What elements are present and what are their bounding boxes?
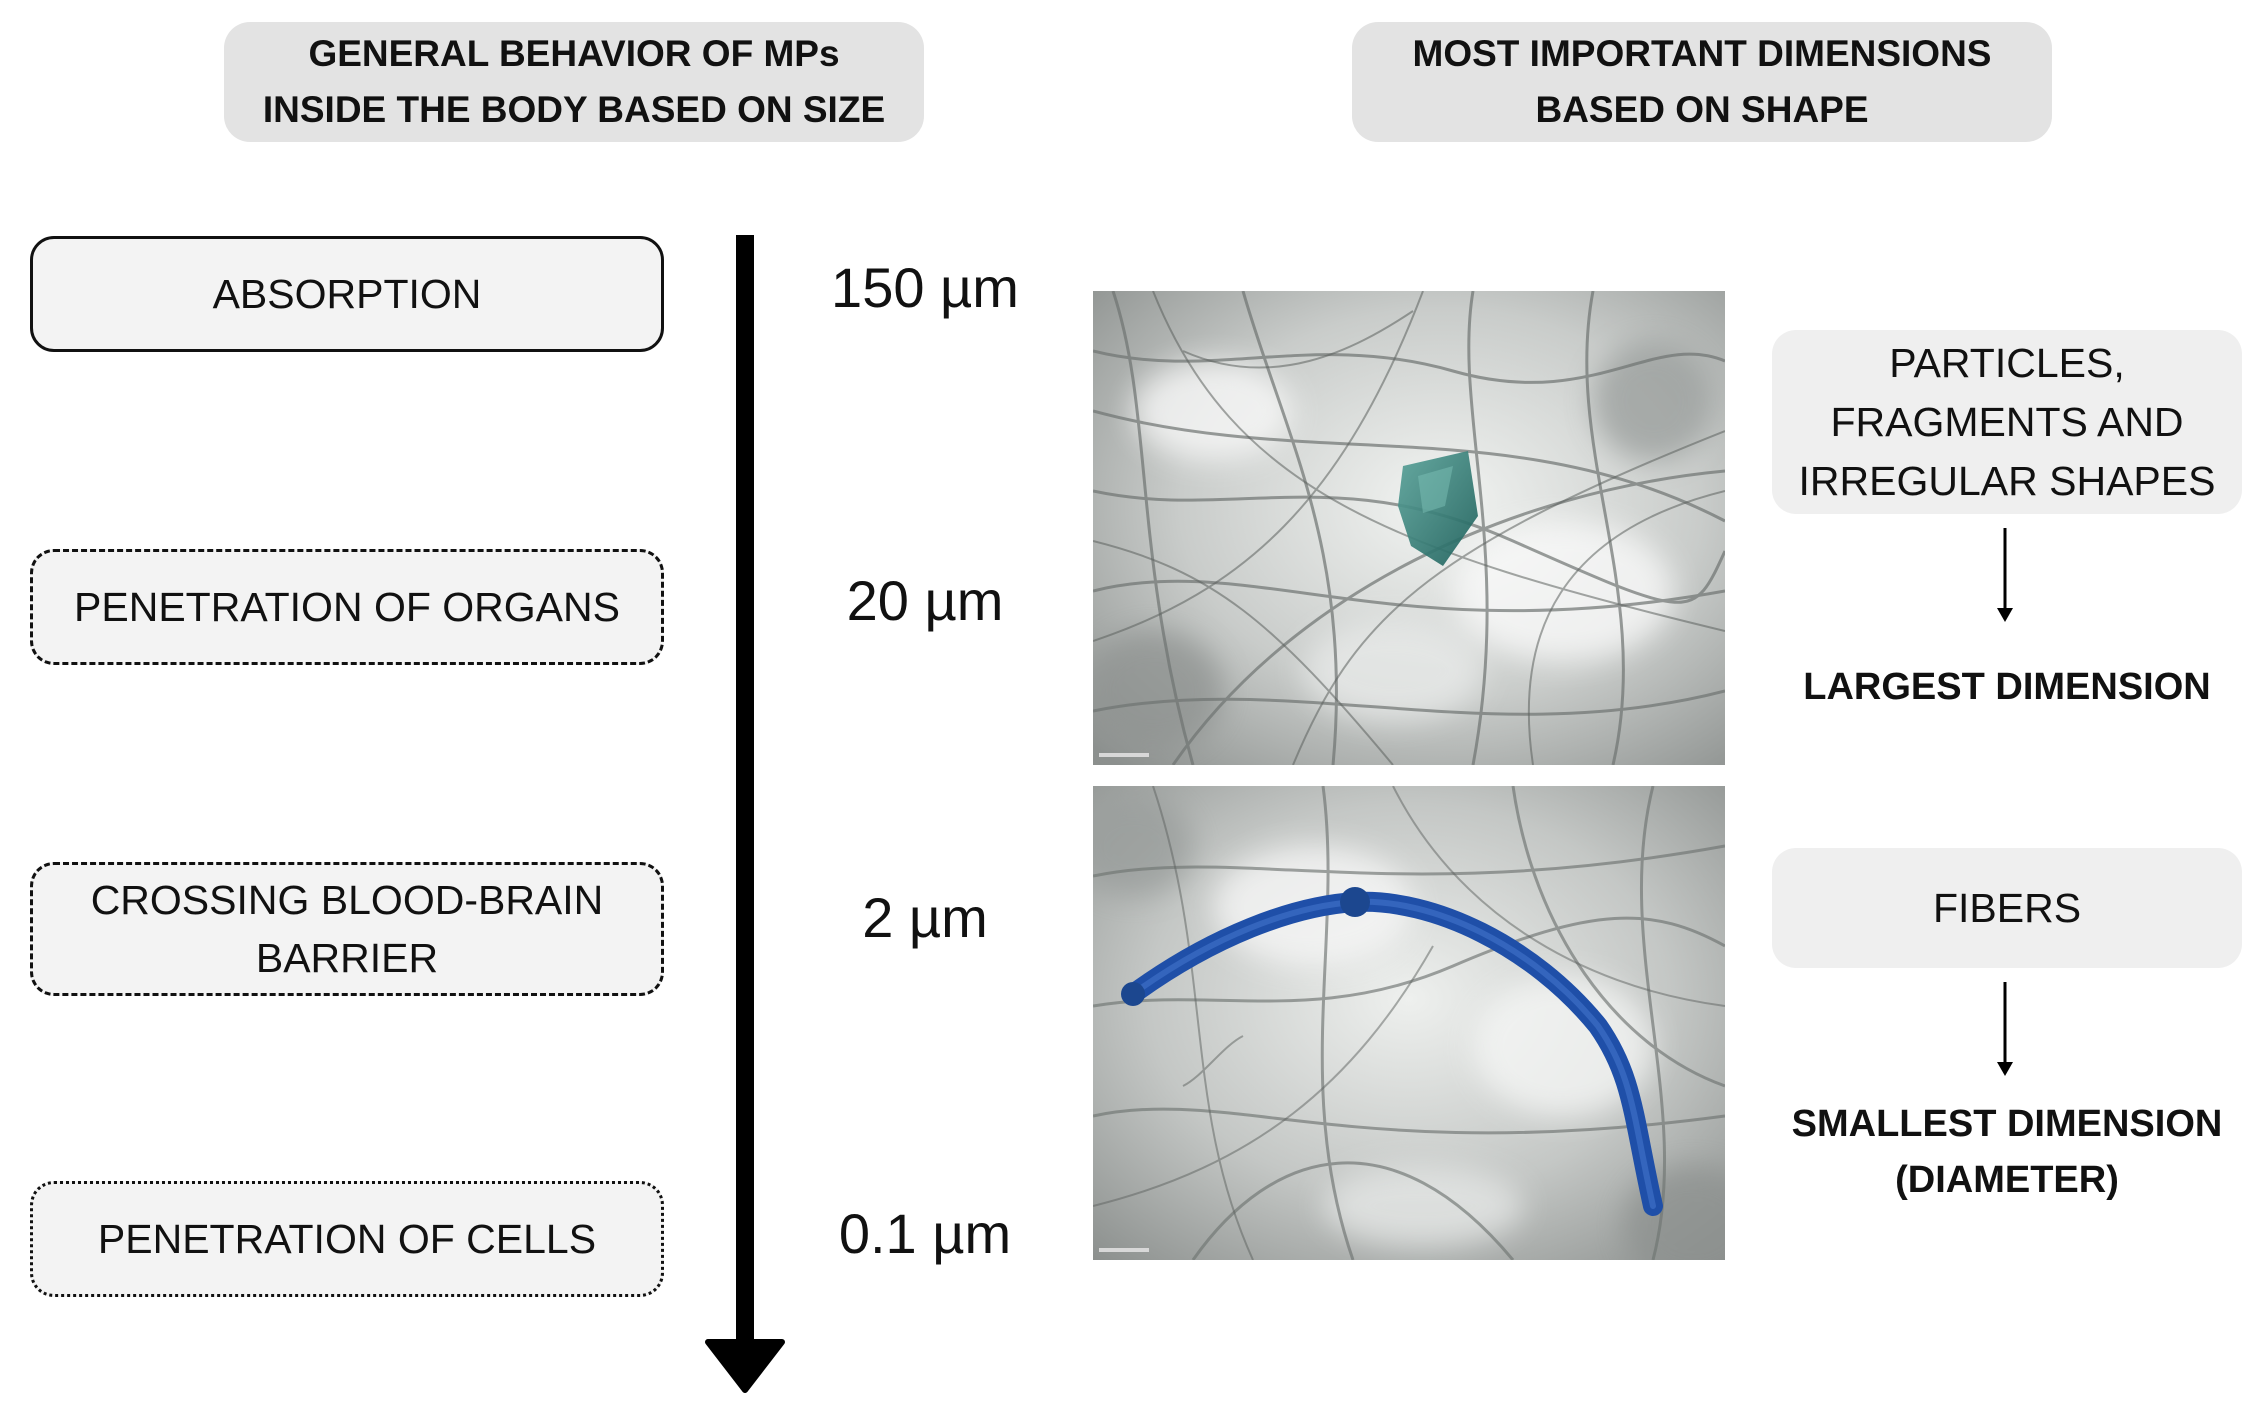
header-line: MOST IMPORTANT DIMENSIONS bbox=[1412, 33, 1992, 74]
header-line: GENERAL BEHAVIOR OF MPs bbox=[308, 33, 840, 74]
size-label-0-1: 0.1 µm bbox=[838, 1202, 1012, 1265]
shape-label: FRAGMENTS AND bbox=[1830, 398, 2184, 445]
dimension-line: SMALLEST DIMENSION bbox=[1791, 1103, 2223, 1145]
size-label-150: 150 µm bbox=[831, 256, 1019, 319]
stage-crossing-blood-brain-barrier: CROSSING BLOOD-BRAIN BARRIER bbox=[30, 862, 664, 996]
stage-label: PENETRATION OF ORGANS bbox=[74, 584, 620, 630]
fiber-micrograph bbox=[1093, 786, 1725, 1260]
down-arrow-icon bbox=[1997, 982, 2013, 1076]
stage-label: CROSSING BLOOD-BRAIN bbox=[90, 877, 604, 923]
dimension-largest: LARGEST DIMENSION bbox=[1757, 659, 2257, 715]
header-size-behavior: GENERAL BEHAVIOR OF MPs INSIDE THE BODY … bbox=[224, 22, 924, 142]
shape-label: PARTICLES, bbox=[1889, 339, 2125, 386]
shape-label: IRREGULAR SHAPES bbox=[1798, 457, 2216, 504]
header-line: BASED ON SHAPE bbox=[1535, 89, 1869, 130]
size-axis-arrow bbox=[705, 235, 785, 1393]
down-arrow-icon bbox=[1997, 528, 2013, 622]
stage-penetration-of-organs: PENETRATION OF ORGANS bbox=[30, 549, 664, 665]
header-line: INSIDE THE BODY BASED ON SIZE bbox=[262, 89, 886, 130]
stage-absorption: ABSORPTION bbox=[30, 236, 664, 352]
fragment-micrograph bbox=[1093, 291, 1725, 765]
size-label-2: 2 µm bbox=[862, 886, 988, 949]
shape-label: FIBERS bbox=[1932, 884, 2082, 931]
header-shape-dimensions: MOST IMPORTANT DIMENSIONS BASED ON SHAPE bbox=[1352, 22, 2052, 142]
dimension-smallest: SMALLEST DIMENSION (DIAMETER) bbox=[1757, 1096, 2257, 1208]
stage-penetration-of-cells: PENETRATION OF CELLS bbox=[30, 1181, 664, 1297]
shape-particles-fragments: PARTICLES, FRAGMENTS AND IRREGULAR SHAPE… bbox=[1772, 330, 2242, 514]
dimension-line: LARGEST DIMENSION bbox=[1803, 666, 2211, 708]
stage-label: PENETRATION OF CELLS bbox=[97, 1216, 597, 1262]
size-label-20: 20 µm bbox=[846, 569, 1004, 632]
shape-fibers: FIBERS bbox=[1772, 848, 2242, 968]
stage-label: ABSORPTION bbox=[212, 271, 482, 317]
stage-label: BARRIER bbox=[255, 935, 439, 981]
dimension-line: (DIAMETER) bbox=[1895, 1159, 2119, 1201]
